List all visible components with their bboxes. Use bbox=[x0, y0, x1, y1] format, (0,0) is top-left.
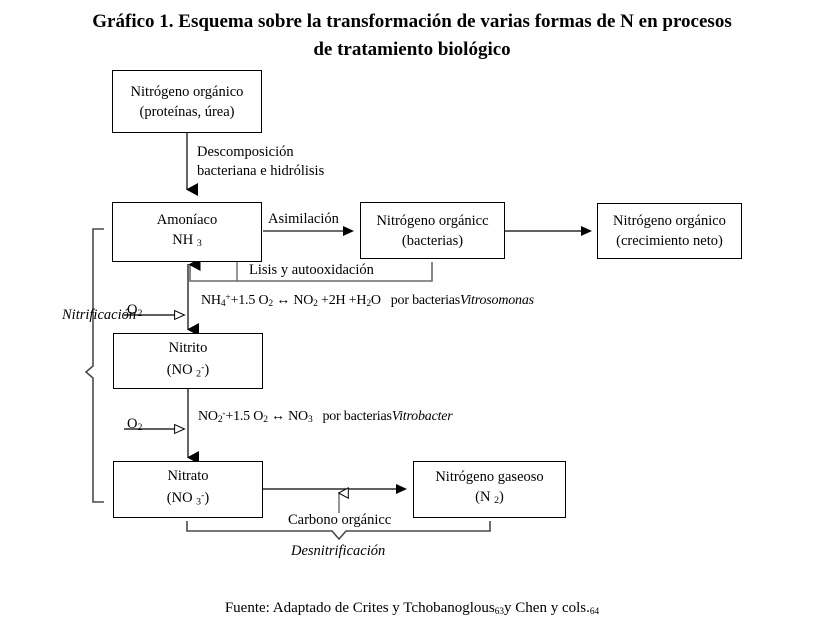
title-line-1: Gráfico 1. Esquema sobre la transformaci… bbox=[92, 11, 732, 32]
box-organic-nitrogen-net-growth[interactable]: Nitrógeno orgánico (crecimiento neto) bbox=[597, 203, 742, 259]
label-assimilation: Asimilación bbox=[268, 211, 339, 227]
source-footer: Fuente: Adaptado de Crites y Tchobanoglo… bbox=[0, 600, 824, 617]
label-lysis: Lisis y autooxidación bbox=[249, 262, 374, 278]
box-organic-nitrogen-net-growth-line1: Nitrógeno orgánico bbox=[613, 213, 726, 229]
bracket-nitrification bbox=[84, 228, 104, 503]
box-organic-nitrogen-source[interactable]: Nitrógeno orgánico (proteínas, úrea) bbox=[112, 70, 262, 133]
equation-nitrosomonas: NH4++1.5 O2 ↔ NO2 +2H +H2O por bacterias… bbox=[201, 293, 534, 310]
source-ref-b: 64 bbox=[589, 606, 600, 617]
box-nitrate-line1: Nitrato bbox=[167, 468, 209, 485]
label-organic-carbon: Carbono orgánicc bbox=[288, 512, 392, 528]
label-nitrification: Nitrificación bbox=[62, 307, 137, 323]
label-decomposition-line1: Descomposición bbox=[197, 144, 294, 160]
label-o2-bottom: O2 bbox=[127, 416, 143, 434]
box-gaseous-nitrogen-line2: (N 2) bbox=[475, 489, 504, 507]
box-nitrate[interactable]: Nitrato (NO 3-) bbox=[113, 461, 263, 518]
equation-nitrobacter: NO2-+1.5 O2 ↔ NO3 por bacteriasVitrobact… bbox=[198, 409, 453, 426]
box-organic-nitrogen-net-growth-line2: (crecimiento neto) bbox=[616, 233, 723, 249]
box-nitrite-line1: Nitrito bbox=[168, 339, 208, 356]
title-line-2: de tratamiento biológico bbox=[313, 39, 511, 60]
box-organic-nitrogen-bacteria-line1: Nitrógeno orgánicc bbox=[376, 212, 489, 229]
box-gaseous-nitrogen[interactable]: Nitrógeno gaseoso (N 2) bbox=[413, 461, 566, 518]
box-ammonia[interactable]: Amoníaco NH 3 bbox=[112, 202, 262, 262]
box-gaseous-nitrogen-line1: Nitrógeno gaseoso bbox=[435, 469, 544, 486]
label-o2-top: O2 bbox=[127, 302, 143, 320]
box-organic-nitrogen-bacteria-line2: (bacterias) bbox=[401, 232, 464, 249]
source-text-b: y Chen y cols. bbox=[504, 600, 590, 616]
label-denitrification: Desnitrificación bbox=[291, 543, 386, 559]
equation-nitrosomonas-organism: Vitrosomonas bbox=[460, 293, 534, 308]
equation-nitrobacter-organism: Vitrobacter bbox=[391, 409, 453, 424]
box-nitrate-line2: (NO 3-) bbox=[166, 490, 210, 508]
box-ammonia-line1: Amoníaco bbox=[156, 211, 218, 228]
box-nitrite-line2: (NO 2-) bbox=[166, 361, 210, 380]
box-organic-nitrogen-bacteria[interactable]: Nitrógeno orgánicc (bacterias) bbox=[360, 202, 505, 259]
page-title: Gráfico 1. Esquema sobre la transformaci… bbox=[22, 8, 802, 64]
label-decomposition-line2: bacteriana e hidrólisis bbox=[197, 163, 325, 179]
box-nitrite[interactable]: Nitrito (NO 2-) bbox=[113, 333, 263, 389]
source-text-a: Fuente: Adaptado de Crites y Tchobanoglo… bbox=[224, 600, 495, 616]
box-organic-nitrogen-source-line2: (proteínas, úrea) bbox=[139, 103, 235, 120]
source-ref-a: 63 bbox=[494, 606, 505, 617]
box-ammonia-line2: NH 3 bbox=[172, 231, 202, 250]
box-organic-nitrogen-source-line1: Nitrógeno orgánico bbox=[130, 83, 244, 100]
